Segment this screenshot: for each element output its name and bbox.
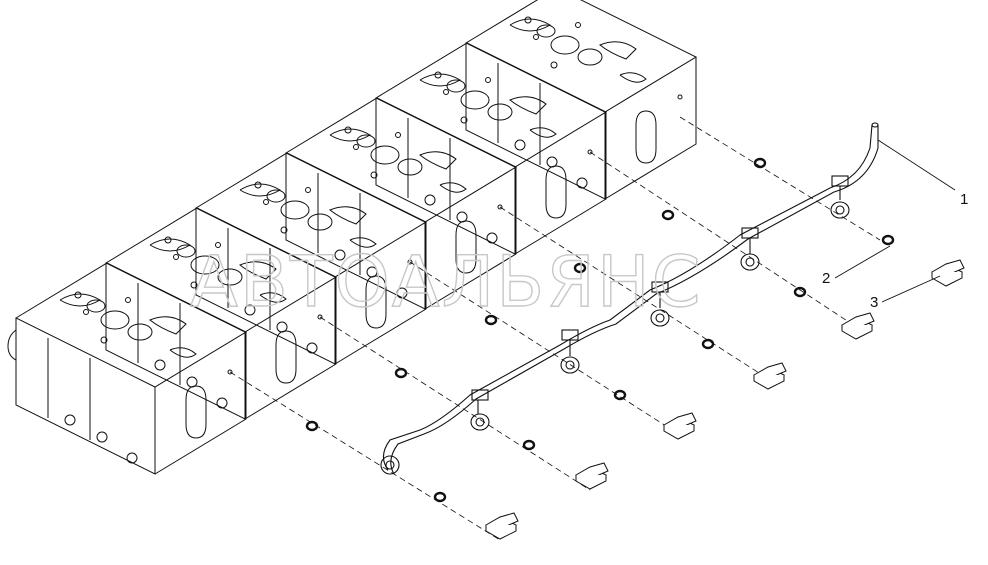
leader-lines [834, 139, 956, 303]
callout-1: 1 [960, 191, 968, 208]
washers [305, 157, 895, 503]
cylinder-head [14, 262, 248, 475]
assembly-guides [229, 116, 881, 541]
banjo-bolts [484, 259, 965, 540]
callout-3: 3 [870, 294, 878, 311]
fuel-pipe [380, 122, 879, 475]
cylinder-head-assembly [7, 0, 697, 475]
watermark: АВТОАЛЬЯНС [190, 241, 702, 323]
callout-2: 2 [822, 270, 830, 287]
banjo-fitting [380, 455, 400, 475]
